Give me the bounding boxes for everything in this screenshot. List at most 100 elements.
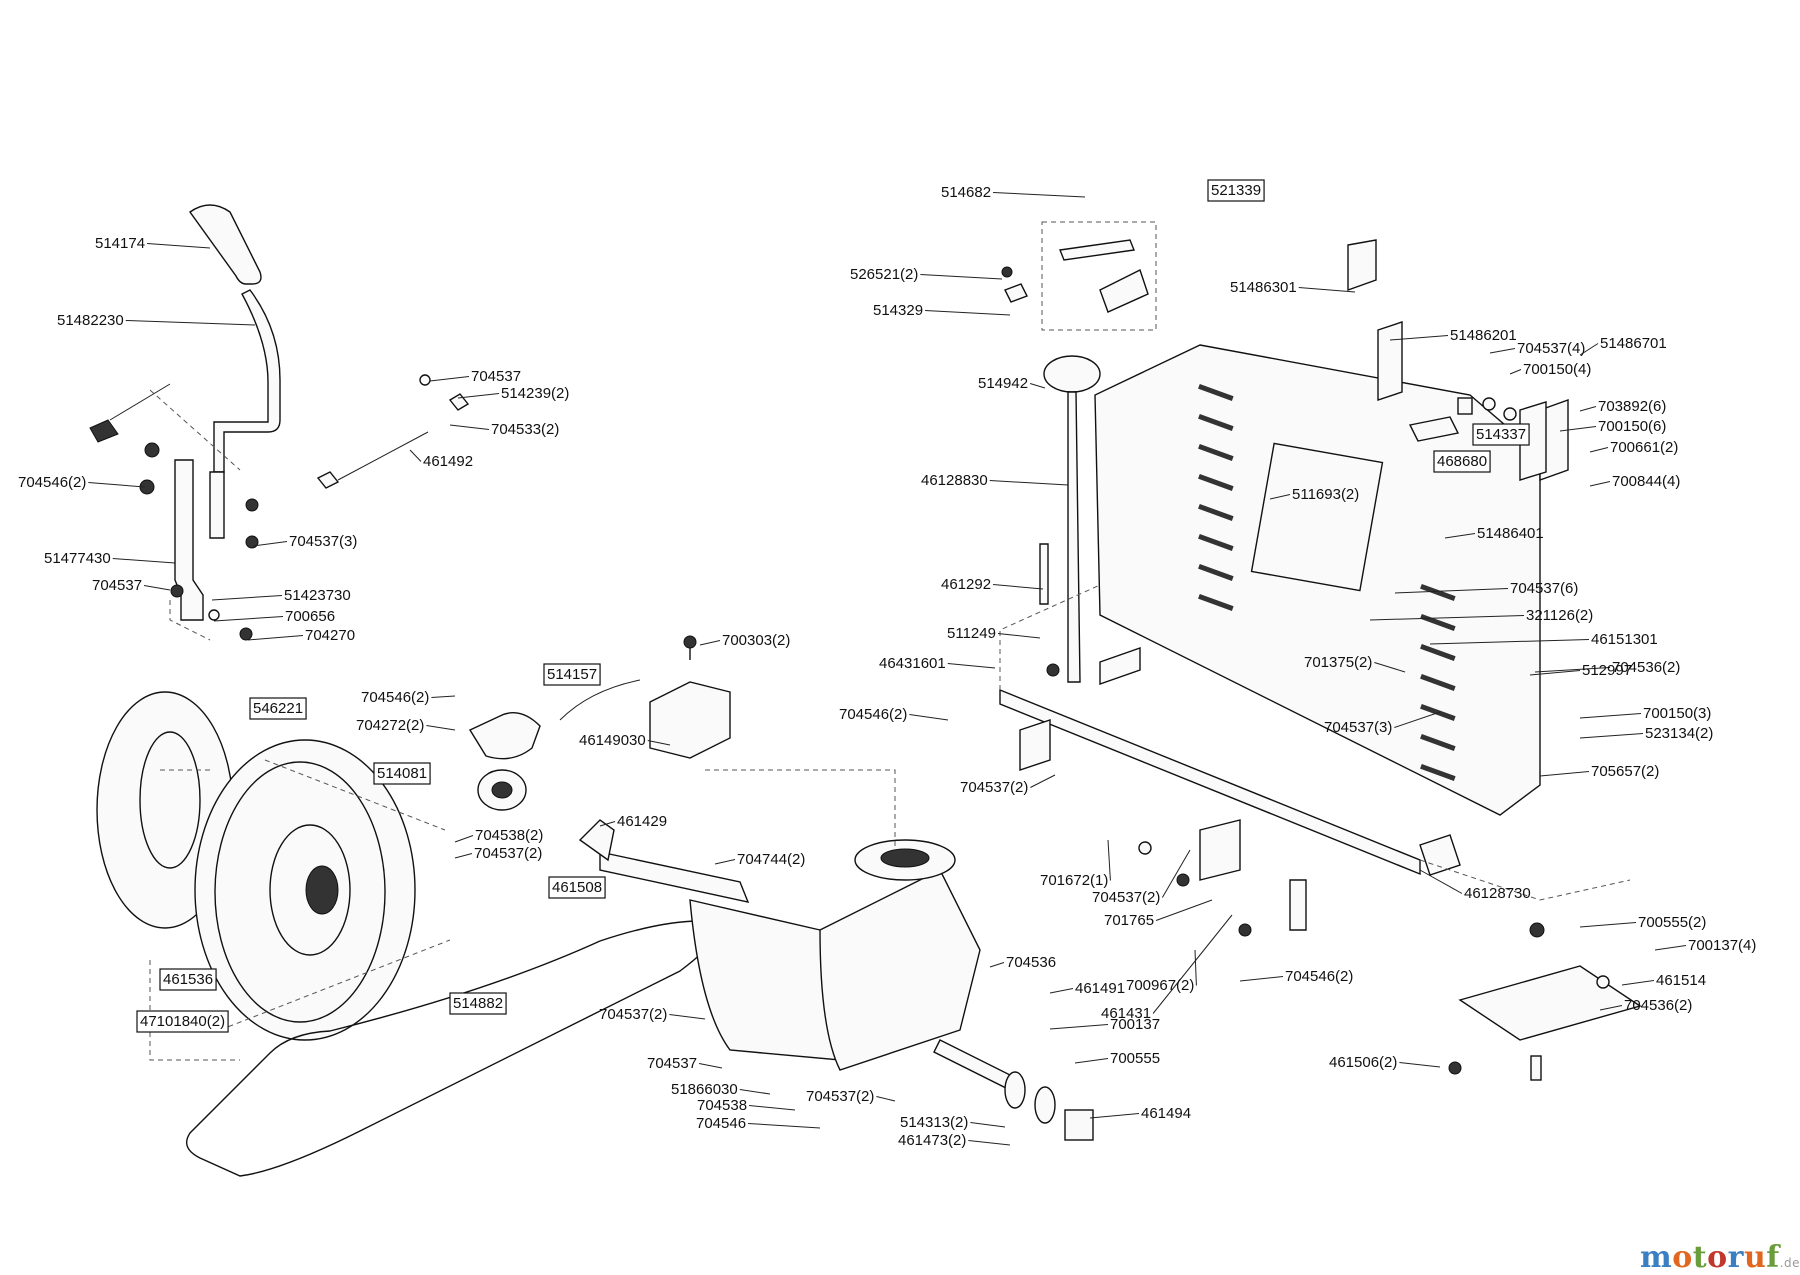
part-number-text: 461536 — [163, 971, 213, 988]
part-number-text: 700967(2) — [1126, 977, 1194, 994]
part-number-box: 461508 — [548, 876, 606, 899]
part-number-text: 704546(2) — [1285, 968, 1353, 985]
part-number-text: 700137 — [1110, 1016, 1160, 1033]
leader-line — [454, 835, 474, 843]
part-number-label: 51866030 — [671, 1081, 738, 1098]
part-number-text: 704537(4) — [1517, 340, 1585, 357]
leader-line — [647, 740, 671, 746]
part-number-label: 51486401 — [1477, 525, 1544, 542]
leader-line — [1529, 670, 1581, 676]
part-number-label: 461514 — [1656, 972, 1706, 989]
leader-line — [968, 1140, 1011, 1146]
part-number-label: 704537(3) — [289, 533, 357, 550]
part-number-text: 704537(2) — [960, 779, 1028, 796]
part-number-label: 704537(2) — [1092, 889, 1160, 906]
part-number-label: 705657(2) — [1591, 763, 1659, 780]
label-box — [136, 1010, 229, 1033]
lift-knob-rod — [1039, 355, 1101, 683]
part-number-text: 704537 — [471, 368, 521, 385]
part-number-label: 704272(2) — [356, 717, 424, 734]
leader-line — [112, 558, 176, 564]
part-number-label: 704536 — [1006, 954, 1056, 971]
leader-line — [1089, 1113, 1140, 1119]
part-number-text: 514337 — [1476, 426, 1526, 443]
part-number-text: 461431 — [1101, 1005, 1151, 1022]
part-number-text: 526521(2) — [850, 266, 918, 283]
leader-lines — [88, 192, 1687, 1146]
part-number-text: 704537(2) — [474, 845, 542, 862]
part-number-text: 703892(6) — [1598, 398, 1666, 415]
part-number-text: 704537(3) — [1324, 719, 1392, 736]
part-number-text: 700150(4) — [1523, 361, 1591, 378]
part-number-label: 46128730 — [1464, 885, 1531, 902]
part-number-text: 514882 — [453, 995, 503, 1012]
part-number-text: 704538(2) — [475, 827, 543, 844]
part-number-label: 51486201 — [1450, 327, 1517, 344]
part-number-text: 704744(2) — [737, 851, 805, 868]
part-number-text: 321126(2) — [1526, 607, 1593, 624]
part-number-text: 700150(6) — [1598, 418, 1666, 435]
brand-letter: u — [1743, 1240, 1767, 1275]
part-number-text: 705657(2) — [1591, 763, 1659, 780]
leader-line — [599, 821, 616, 827]
part-number-label: 46151301 — [1591, 631, 1658, 648]
part-number-text: 704536(2) — [1624, 997, 1692, 1014]
part-number-label: 704533(2) — [491, 421, 559, 438]
leader-line — [989, 480, 1069, 486]
leader-line — [970, 1122, 1006, 1128]
brand-letter: m — [1640, 1240, 1673, 1275]
part-number-label: 704537(4) — [1517, 340, 1585, 357]
part-number-text: 468680 — [1437, 453, 1487, 470]
part-number-label: 700844(4) — [1612, 473, 1680, 490]
leader-line — [457, 393, 500, 399]
leader-line — [1579, 343, 1599, 356]
part-number-label: 704546(2) — [839, 706, 907, 723]
part-number-text: 701765 — [1104, 912, 1154, 929]
part-number-text: 704270 — [305, 627, 355, 644]
part-number-text: 512997 — [1582, 662, 1632, 679]
leader-line — [698, 1063, 723, 1069]
leader-line — [1419, 869, 1463, 894]
part-number-text: 704537(3) — [289, 533, 357, 550]
part-number-text: 514682 — [941, 184, 991, 201]
leader-line — [699, 640, 721, 646]
brand-letter: o — [1672, 1240, 1693, 1275]
part-number-label: 461292 — [941, 576, 991, 593]
part-number-label: 704536(2) — [1612, 659, 1680, 676]
part-number-text: 461491 — [1075, 980, 1125, 997]
part-number-text: 51486401 — [1477, 525, 1544, 542]
part-number-label: 700656 — [285, 608, 335, 625]
part-number-label: 704546(2) — [361, 689, 429, 706]
leader-line — [876, 1096, 896, 1102]
part-number-text: 461473(2) — [898, 1132, 966, 1149]
part-number-label: 704537(2) — [474, 845, 542, 862]
leader-line — [252, 541, 288, 547]
brand-letter: t — [1692, 1240, 1708, 1275]
leader-line — [1394, 588, 1509, 594]
leader-line — [431, 695, 456, 698]
part-number-label: 321126(2) — [1526, 607, 1593, 624]
leader-line — [1369, 615, 1525, 621]
leader-line — [213, 616, 284, 622]
part-number-text: 461494 — [1141, 1105, 1191, 1122]
part-number-label: 704546(2) — [18, 474, 86, 491]
part-number-text: 700661(2) — [1610, 439, 1678, 456]
part-number-text: 514239(2) — [501, 385, 569, 402]
label-box — [249, 697, 307, 720]
part-number-text: 51866030 — [671, 1081, 738, 1098]
leader-line — [1107, 839, 1111, 881]
leader-line — [1194, 949, 1197, 986]
part-number-label: 461492 — [423, 453, 473, 470]
part-number-label: 461506(2) — [1329, 1054, 1397, 1071]
part-number-text: 461492 — [423, 453, 473, 470]
step-plate — [1448, 922, 1642, 1081]
part-number-label: 514942 — [978, 375, 1028, 392]
leader-line — [993, 192, 1086, 198]
part-number-text: 51486301 — [1230, 279, 1297, 296]
leader-line — [454, 853, 473, 859]
leader-line — [1579, 922, 1637, 928]
part-number-label: 461491 — [1075, 980, 1125, 997]
part-number-box: 521339 — [1207, 179, 1265, 202]
leader-line — [1298, 287, 1356, 293]
